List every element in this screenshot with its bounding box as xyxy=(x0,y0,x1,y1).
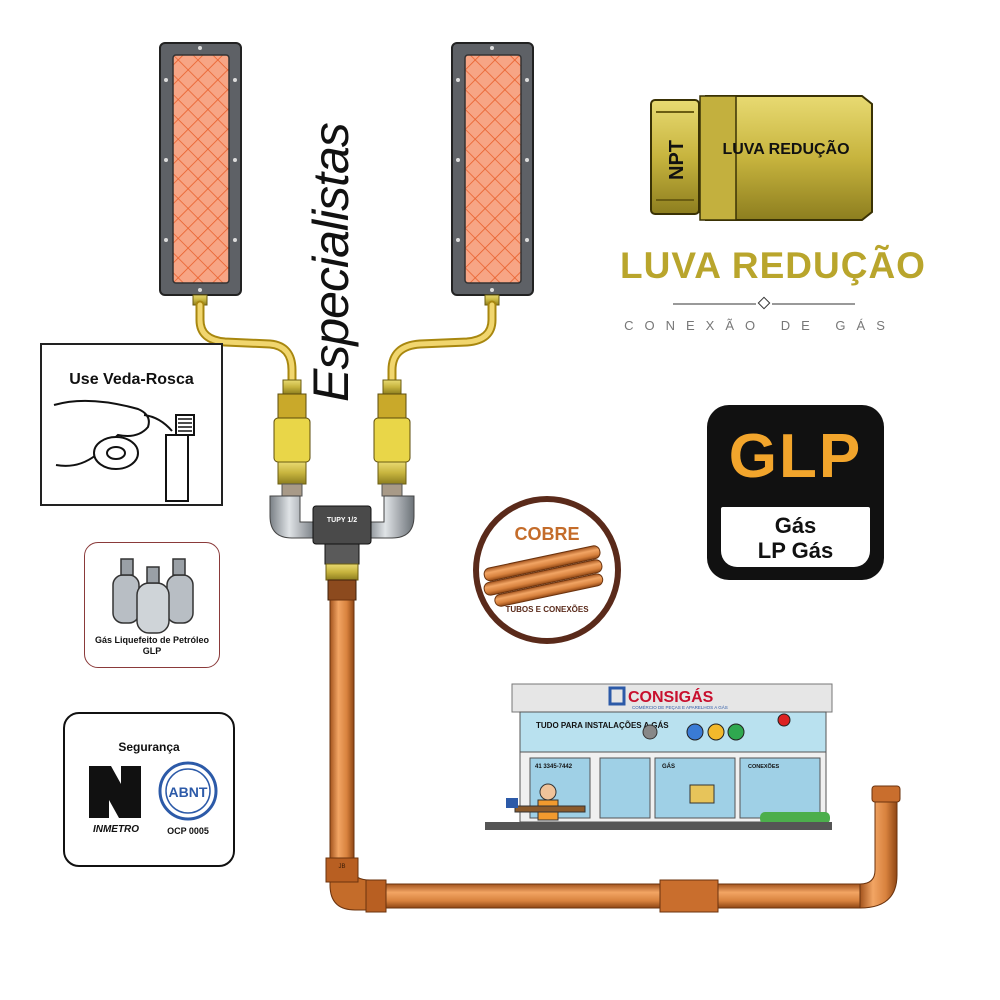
glp-badge-label-box: Gás LP Gás xyxy=(721,507,870,567)
glp-card-line2: GLP xyxy=(142,646,162,656)
elbow-mark: JB xyxy=(338,864,345,870)
store-sign-conexoes: CONEXÕES xyxy=(748,763,780,770)
glp-badge-line1: Gás xyxy=(774,513,817,538)
glp-cylinder-card: Gás Liquefeito de Petróleo GLP xyxy=(84,542,220,668)
luva-divider xyxy=(673,296,855,310)
veda-rosca-panel: Use Veda-Rosca xyxy=(40,343,223,506)
glp-badge-title: GLP xyxy=(728,422,863,491)
heater-panel-right xyxy=(451,42,534,306)
abnt-seal-icon: ABNT xyxy=(158,761,218,821)
store-phone: 41 3345-7442 xyxy=(535,764,573,770)
luva-reducao-title: LUVA REDUÇÃO xyxy=(620,245,926,286)
cobre-caption: TUBOS E CONEXÕES xyxy=(505,605,589,614)
tee-label: TUPY 1/2 xyxy=(327,517,357,524)
store-brand: CONSIGÁS xyxy=(628,687,714,706)
heater-panel-left xyxy=(159,42,242,306)
glp-card-caption: Gás Liquefeito de Petróleo GLP xyxy=(85,635,219,657)
glp-badge: GLP Gás LP Gás xyxy=(707,405,884,580)
store-banner: TUDO PARA INSTALAÇÕES A GÁS xyxy=(536,721,669,730)
cobre-badge: COBRE TUBOS E CONEXÕES xyxy=(473,496,621,644)
seguranca-title: Segurança xyxy=(118,740,180,754)
tee-fitting: TUPY 1/2 xyxy=(269,495,415,601)
valve-right xyxy=(373,379,411,497)
luva-reducao-fitting: NPT LUVA REDUÇÃO xyxy=(650,95,873,221)
cobre-title: COBRE xyxy=(514,524,579,544)
flexible-hoses xyxy=(195,300,497,390)
glp-card-line1: Gás Liquefeito de Petróleo xyxy=(94,635,210,645)
ocp-label: OCP 0005 xyxy=(167,826,209,836)
abnt-label: ABNT xyxy=(169,784,208,800)
especialistas-script: Especialistas xyxy=(303,123,359,402)
veda-rosca-title: Use Veda-Rosca xyxy=(69,371,194,388)
seguranca-card: Segurança INMETRO ABNT OCP 0005 xyxy=(63,712,235,867)
npt-label: NPT xyxy=(666,140,688,180)
store-sign-gas: GÁS xyxy=(662,763,675,770)
copper-pipe-system: JB xyxy=(325,599,901,913)
luva-reducao-subtitle: CONEXÃO DE GÁS xyxy=(624,318,896,333)
consigas-store: CONSIGÁS COMÉRCIO DE PEÇAS E APARELHOS A… xyxy=(485,683,833,830)
gas-cylinders-icon xyxy=(112,558,194,634)
hand-tape-icon xyxy=(53,399,195,502)
glp-badge-line2: LP Gás xyxy=(757,538,834,563)
inmetro-label: INMETRO xyxy=(92,824,140,835)
luva-body-label: LUVA REDUÇÃO xyxy=(722,138,849,158)
inmetro-logo-icon xyxy=(89,766,141,818)
valve-left xyxy=(273,379,311,497)
store-tagline: COMÉRCIO DE PEÇAS E APARELHOS A GÁS xyxy=(632,704,728,710)
